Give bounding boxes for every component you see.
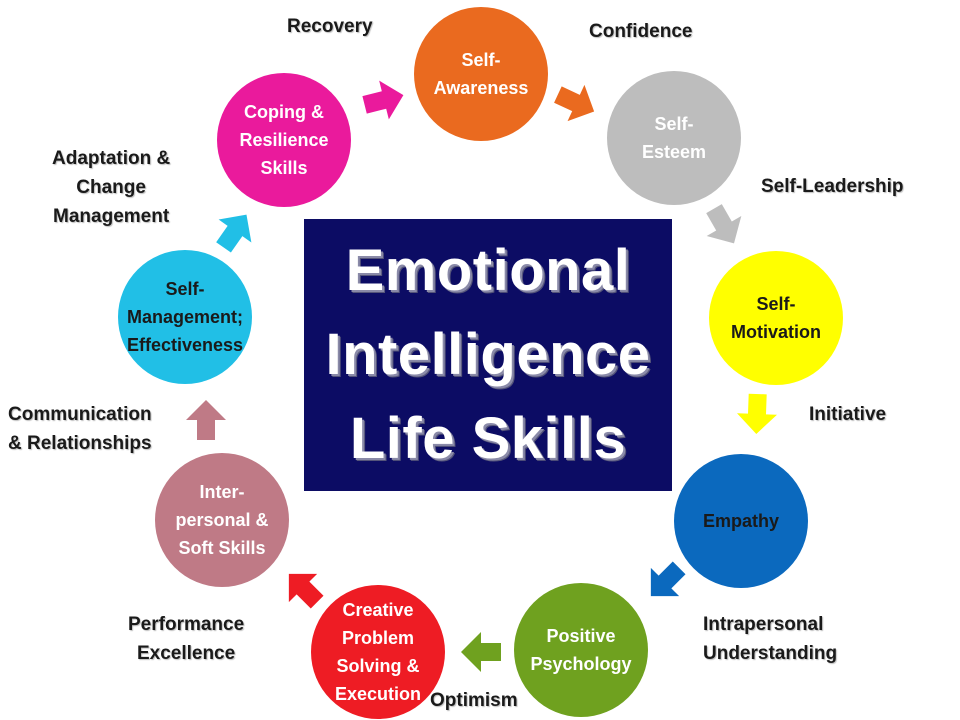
node-empathy: Empathy (674, 454, 808, 588)
node-text-line: Empathy (702, 511, 780, 531)
center-title-line-3: Life Skills (349, 406, 627, 471)
label-intrapersonal-understanding: Intrapersonal Understanding (703, 610, 837, 668)
label-text-line: Recovery (287, 16, 373, 37)
node-self-awareness: Self- Awareness (414, 7, 548, 141)
node-text-line: Positive (546, 626, 616, 646)
label-text-line: Intrapersonal (703, 614, 824, 635)
label-initiative: Initiative (809, 400, 886, 429)
node-text-line: Self- (654, 114, 694, 134)
label-text-line: Performance (128, 614, 245, 635)
node-text-line: personal & (175, 510, 269, 530)
label-text-line: & Relationships (8, 433, 152, 454)
label-communication-relationships: Communication & Relationships (8, 400, 152, 458)
node-text-line: Soft Skills (178, 538, 266, 558)
label-text-line: Optimism (430, 690, 518, 711)
node-creative-problem-solving: Creative Problem Solving & Execution (311, 585, 445, 719)
label-text-line: Change (76, 177, 146, 198)
arrow-interpersonal-to-management-icon (186, 400, 226, 440)
node-self-motivation: Self- Motivation (709, 251, 843, 385)
node-self-esteem: Self- Esteem (607, 71, 741, 205)
node-text-line: Management; (126, 307, 243, 327)
center-title-line-1: Emotional (345, 238, 631, 303)
node-text-line: Self- (461, 50, 501, 70)
arrow-motivation-to-empathy-icon (736, 393, 777, 434)
node-text-line: Coping & (244, 102, 324, 122)
arrow-positive-to-creative-icon (461, 632, 501, 672)
label-self-leadership: Self-Leadership (761, 172, 904, 201)
arrow-esteem-to-motivation-icon (697, 199, 752, 254)
label-text-line: Management (53, 206, 170, 227)
label-adaptation-change-management: Adaptation & Change Management (52, 144, 170, 231)
node-interpersonal-soft-skills: Inter- personal & Soft Skills (155, 453, 289, 587)
label-text-line: Initiative (809, 404, 887, 425)
node-text-line: Inter- (199, 482, 245, 502)
node-text-line: Resilience (239, 130, 329, 150)
arrow-management-to-coping-icon (207, 203, 263, 259)
node-text-line: Self- (756, 294, 796, 314)
node-text-line: Effectiveness (126, 335, 244, 355)
node-text-line: Problem (341, 628, 415, 648)
node-text-line: Awareness (433, 78, 529, 98)
center-title-box: Emotional Intelligence Life Skills (304, 219, 672, 491)
label-performance-excellence: Performance Excellence (128, 610, 244, 668)
label-recovery: Recovery (287, 12, 373, 41)
label-text-line: Confidence (589, 21, 693, 42)
node-text-line: Self- (165, 279, 205, 299)
node-self-management: Self- Management; Effectiveness (118, 250, 252, 384)
node-text-line: Psychology (530, 654, 632, 674)
label-text-line: Adaptation & (52, 148, 171, 169)
label-text-line: Understanding (703, 643, 838, 664)
arrow-awareness-to-esteem-icon (549, 76, 602, 129)
arrow-empathy-to-positive-icon (637, 554, 694, 611)
node-text-line: Skills (260, 158, 308, 178)
node-text-line: Esteem (641, 142, 707, 162)
node-text-line: Motivation (731, 322, 821, 342)
label-text-line: Excellence (136, 643, 236, 664)
node-text-line: Creative (342, 600, 414, 620)
arrow-coping-to-awareness-icon (360, 76, 408, 124)
label-text-line: Communication (8, 404, 152, 425)
arrow-creative-to-interpersonal-icon (275, 560, 332, 617)
label-optimism: Optimism (430, 686, 518, 715)
node-coping-resilience: Coping & Resilience Skills (217, 73, 351, 207)
node-text-line: Execution (334, 684, 422, 704)
node-text-line: Solving & (336, 656, 420, 676)
label-text-line: Self-Leadership (761, 176, 904, 197)
center-title-line-2: Intelligence (325, 322, 651, 387)
node-positive-psychology: Positive Psychology (514, 583, 648, 717)
label-confidence: Confidence (589, 17, 692, 46)
